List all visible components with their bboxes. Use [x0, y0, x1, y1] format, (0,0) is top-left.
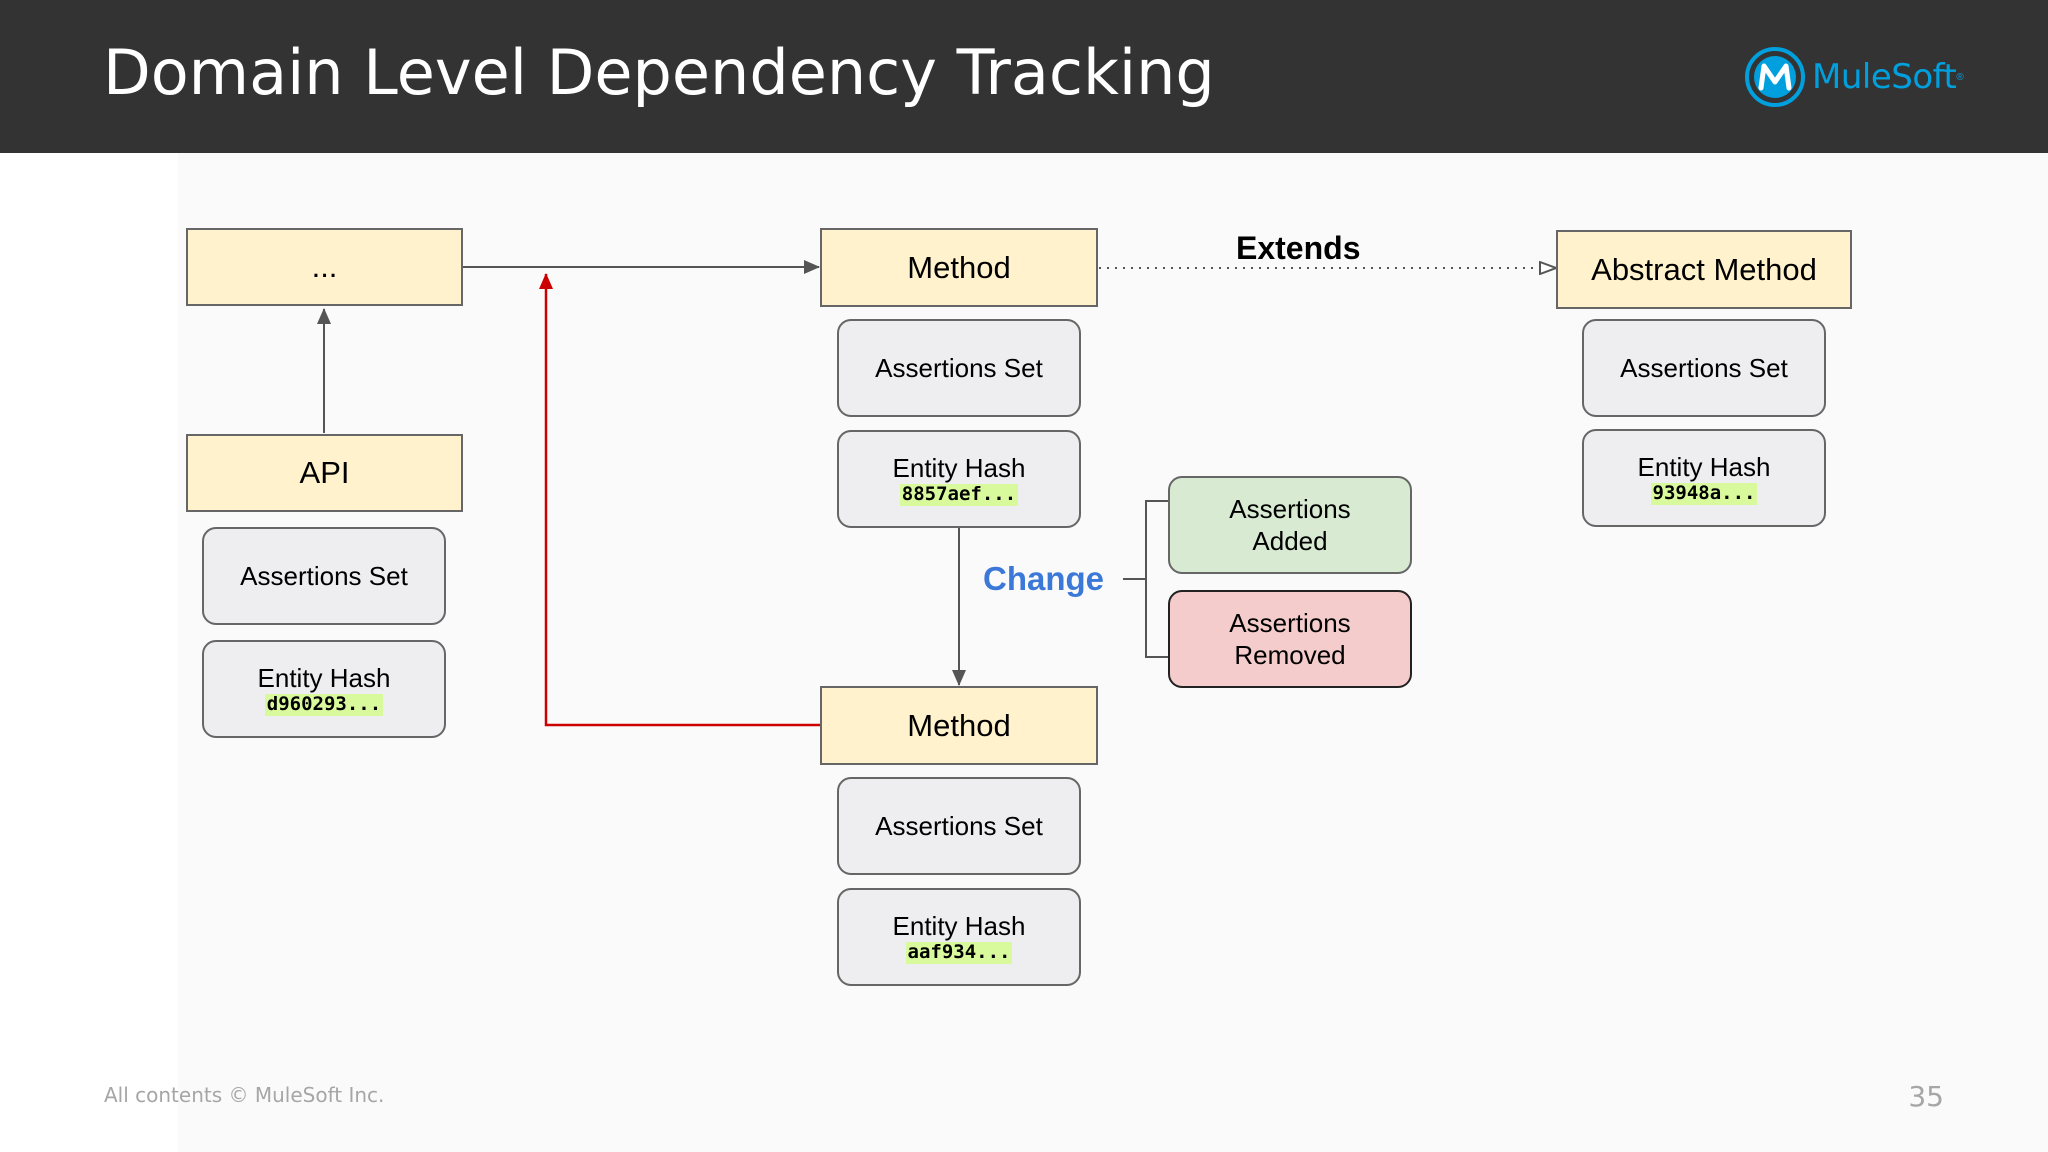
entity-hash-label: Entity Hash	[1637, 451, 1771, 482]
assertions-added-label: Assertions Added	[1229, 493, 1351, 557]
assertions-set-label: Assertions Set	[875, 810, 1043, 841]
api-assertions-set: Assertions Set	[202, 527, 446, 625]
slide-header: Domain Level Dependency Tracking MuleSof…	[0, 0, 2048, 153]
entity-hash-label: Entity Hash	[892, 452, 1026, 483]
method-node-bottom: Method	[820, 686, 1098, 765]
assertions-set-label: Assertions Set	[1620, 352, 1788, 383]
extends-label: Extends	[1236, 230, 1361, 266]
method-top-entity-hash: Entity Hash 8857aef...	[837, 430, 1081, 528]
page-number: 35	[1908, 1080, 1944, 1113]
entity-hash-value: 8857aef...	[899, 483, 1019, 507]
entity-hash-value: 93948a...	[1650, 482, 1758, 506]
dependency-arrow	[539, 273, 820, 727]
change-bracket	[1123, 500, 1168, 658]
mulesoft-logo: MuleSoft®	[1744, 46, 1964, 108]
api-node: API	[186, 434, 463, 512]
entity-hash-value: d960293...	[264, 693, 384, 717]
abstract-method-assertions-set: Assertions Set	[1582, 319, 1826, 417]
brand-trademark: ®	[1956, 71, 1964, 83]
api-entity-hash: Entity Hash d960293...	[202, 640, 446, 738]
abstract-method-node: Abstract Method	[1556, 230, 1852, 309]
entity-hash-value: aaf934...	[905, 941, 1013, 965]
slide-title: Domain Level Dependency Tracking	[103, 36, 1215, 109]
assertions-set-label: Assertions Set	[875, 352, 1043, 383]
assertions-set-label: Assertions Set	[240, 560, 408, 591]
mulesoft-logo-icon	[1745, 47, 1805, 107]
assertions-removed-label: Assertions Removed	[1229, 607, 1351, 671]
abstract-method-entity-hash: Entity Hash 93948a...	[1582, 429, 1826, 527]
method-bottom-assertions-set: Assertions Set	[837, 777, 1081, 875]
ellipsis-node: ...	[186, 228, 463, 306]
entity-hash-label: Entity Hash	[892, 910, 1026, 941]
method-top-assertions-set: Assertions Set	[837, 319, 1081, 417]
entity-hash-label: Entity Hash	[257, 662, 391, 693]
assertions-added-box: Assertions Added	[1168, 476, 1412, 574]
copyright-footer: All contents © MuleSoft Inc.	[104, 1083, 385, 1107]
method-bottom-entity-hash: Entity Hash aaf934...	[837, 888, 1081, 986]
method-node-top: Method	[820, 228, 1098, 307]
assertions-removed-box: Assertions Removed	[1168, 590, 1412, 688]
change-label: Change	[983, 560, 1105, 597]
brand-name: MuleSoft	[1812, 57, 1957, 97]
